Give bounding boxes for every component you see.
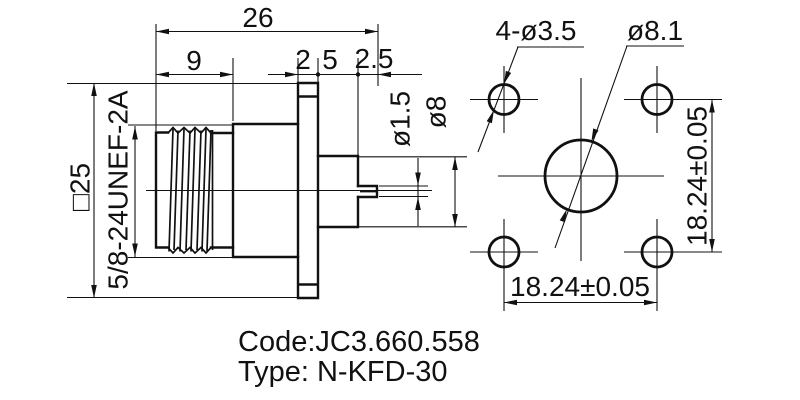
- flange: [296, 81, 320, 300]
- dim-rear-diameter: ø8: [420, 96, 451, 129]
- mounting-holes-leader: [477, 46, 584, 153]
- collar: [209, 131, 235, 249]
- front-face: [154, 131, 170, 249]
- thread-spec: 5/8-24UNEF-2A: [102, 90, 133, 290]
- side-view-outline: [146, 81, 432, 300]
- thread-flanks: [168, 128, 212, 252]
- dim-body-length: 5: [322, 44, 338, 75]
- center-hole-leader: [554, 45, 684, 249]
- dim-mounting-holes: 4-ø3.5: [496, 15, 577, 46]
- dim-pin-diameter: ø1.5: [384, 91, 415, 147]
- dim-flange-thickness: 2: [295, 44, 311, 75]
- note-type: Type: N-KFD-30: [238, 356, 448, 388]
- title-notes: Code:JC3.660.558 Type: N-KFD-30: [238, 326, 480, 388]
- rear-cylinder: [316, 154, 360, 229]
- dim-flange-square: □25: [64, 163, 95, 211]
- dim-thread-length: 9: [186, 45, 202, 76]
- dim-overall-length: 26: [242, 2, 273, 33]
- dim-hole-spacing-horizontal: 18.24±0.05: [510, 271, 650, 302]
- side-view-dimensions: 26 9 2 5 2.5 □25 5/8-24UNEF-2A ø1.5: [64, 2, 467, 299]
- dim-center-hole: ø8.1: [627, 15, 683, 46]
- thread-crest-bottom: [167, 246, 212, 255]
- front-view: 4-ø3.5 ø8.1 18.24±0.05 18.24±0.05: [470, 15, 722, 311]
- body: [231, 122, 300, 259]
- dim-pin-length: 2.5: [355, 43, 394, 74]
- dim-hole-spacing-vertical: 18.24±0.05: [681, 106, 712, 246]
- note-code: Code:JC3.660.558: [238, 326, 480, 358]
